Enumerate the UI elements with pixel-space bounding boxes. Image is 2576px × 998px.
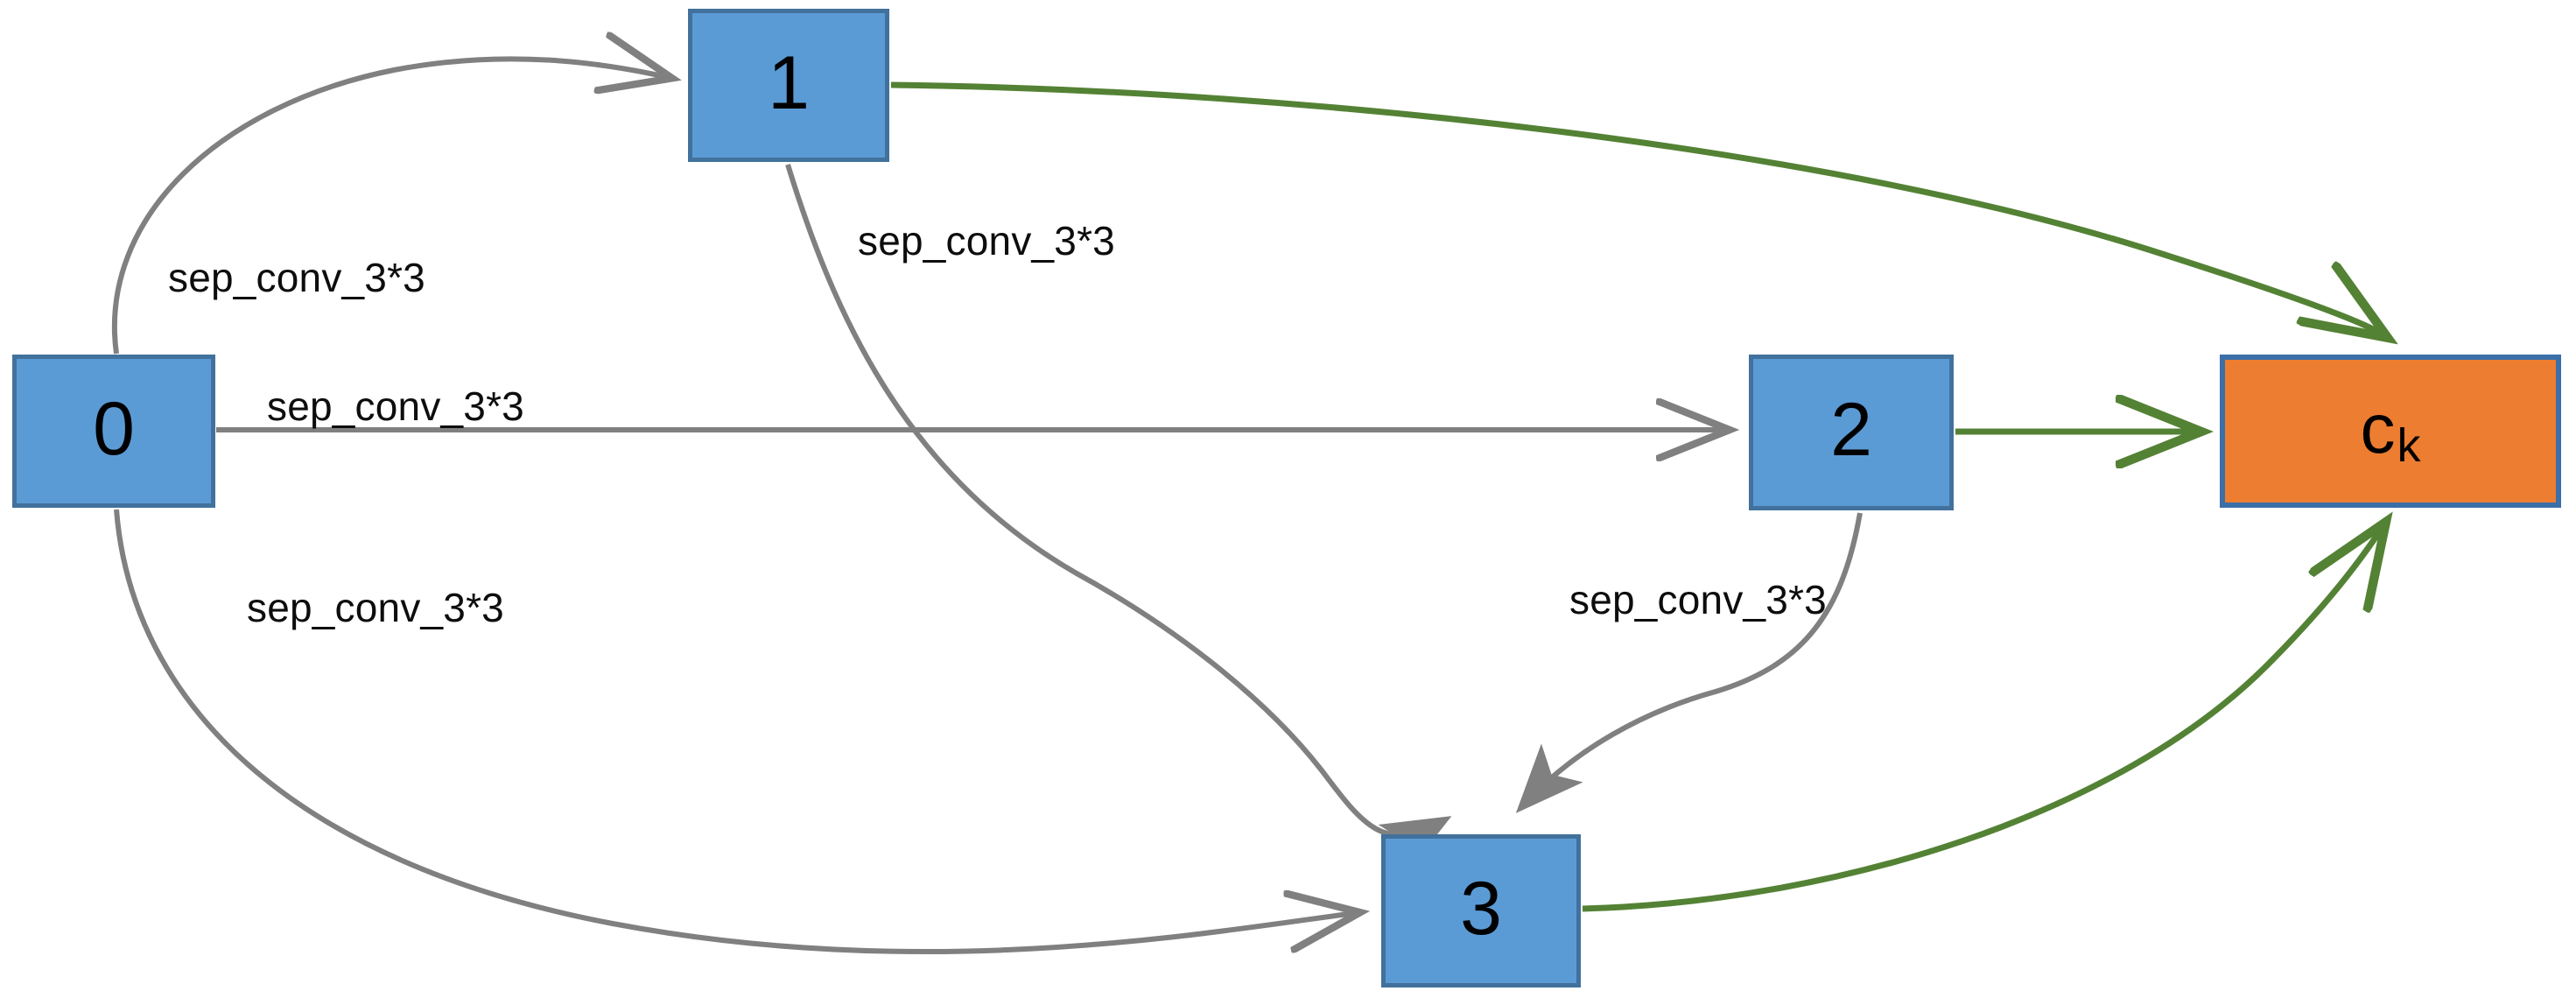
edge-0-to-1-path bbox=[112, 59, 667, 355]
edge-label-1-to-3: sep_conv_3*3 bbox=[858, 218, 1115, 264]
edge-1-to-ck-path bbox=[890, 81, 2383, 334]
edge-0-to-3-path bbox=[114, 509, 1355, 954]
edge-label-0-to-3: sep_conv_3*3 bbox=[247, 585, 504, 630]
edge-label-0-to-1: sep_conv_3*3 bbox=[168, 255, 425, 300]
node-0[interactable]: 0 bbox=[12, 355, 215, 508]
node-3[interactable]: 3 bbox=[1381, 834, 1581, 987]
node-3-label: 3 bbox=[1460, 866, 1502, 951]
edge-3-to-ck-path bbox=[1582, 527, 2383, 912]
edge-2-to-3-path bbox=[1515, 512, 1863, 813]
edge-label-2-to-3: sep_conv_3*3 bbox=[1569, 577, 1827, 622]
node-ck-subscript: k bbox=[2397, 418, 2421, 472]
node-ck-base: c bbox=[2360, 389, 2396, 467]
node-0-label: 0 bbox=[93, 386, 135, 471]
edge-1-to-3-path bbox=[785, 164, 1452, 875]
edge-label-0-to-2: sep_conv_3*3 bbox=[267, 383, 524, 429]
node-2-label: 2 bbox=[1830, 388, 1872, 472]
node-2[interactable]: 2 bbox=[1749, 355, 1954, 510]
node-1-label: 1 bbox=[768, 40, 810, 125]
node-1[interactable]: 1 bbox=[688, 9, 889, 162]
